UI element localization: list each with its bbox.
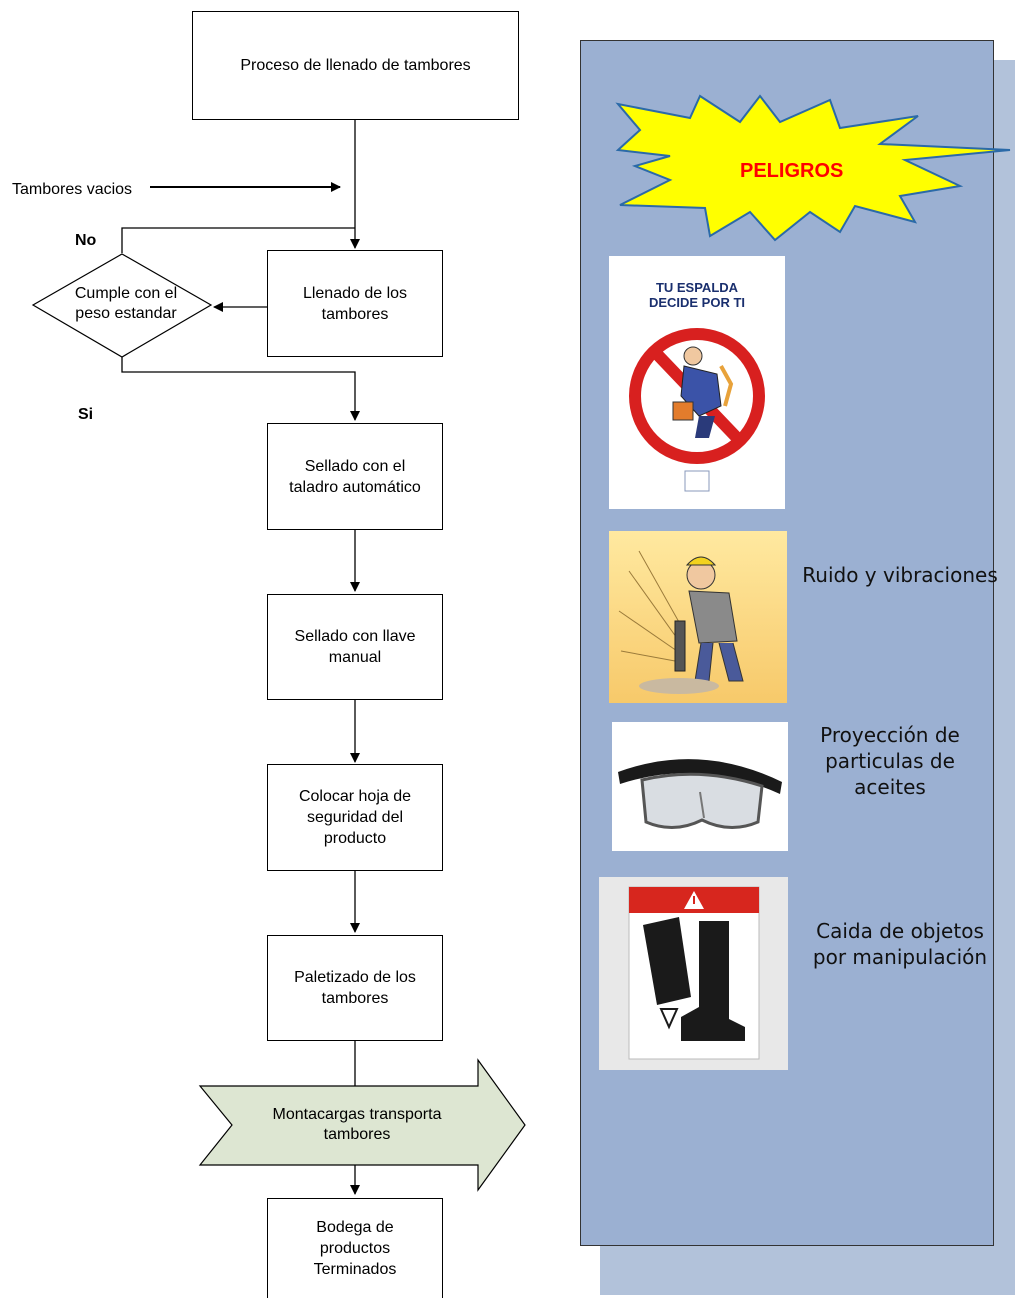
input-label: Tambores vacios (12, 181, 133, 198)
warehouse-box: Bodega de productos Terminados (267, 1198, 443, 1298)
safety-sheet-box: Colocar hoja de seguridad del producto (267, 764, 443, 871)
palletize-label: Paletizado de los tambores (294, 969, 416, 1007)
peligros-burst-icon (615, 94, 1011, 242)
fill-step-label: Llenado de los tambores (302, 284, 408, 323)
poster-text: TU ESPALDA DECIDE POR TI (648, 280, 746, 310)
start-label: Proceso de llenado de tambores (240, 57, 471, 74)
jackhammer-worker-image (609, 531, 787, 703)
jackhammer-icon (618, 550, 744, 694)
safety-goggles-image (612, 722, 788, 851)
no-label: No (75, 232, 97, 249)
seal-key-label: Sellado con llave manual (294, 628, 416, 666)
safety-sheet-label: Colocar hoja de seguridad del producto (298, 788, 412, 847)
connector-no-loop (121, 227, 355, 253)
seal-key-box: Sellado con llave manual (267, 594, 443, 700)
hazard-label-falling: Caida de objetos por manipulación (812, 919, 988, 969)
hazards-title: PELIGROS (740, 160, 844, 182)
palletize-box: Paletizado de los tambores (267, 935, 443, 1041)
foot-crush-warning-icon (628, 886, 760, 1060)
decision-diamond (31, 253, 213, 358)
seal-drill-box: Sellado con el taladro automático (267, 423, 443, 530)
warehouse-label: Bodega de productos Terminados (313, 1219, 397, 1278)
connector-yes (121, 357, 360, 421)
hazard-label-noise: Ruido y vibraciones (802, 563, 998, 587)
goggles-icon (618, 759, 782, 829)
yes-label: Si (78, 406, 94, 423)
forklift-label: Montacargas transporta tambores (272, 1106, 442, 1143)
hazard-label-particles: Proyección de particulas de aceites (820, 723, 960, 799)
seal-drill-label: Sellado con el taladro automático (289, 457, 421, 496)
prohibition-sign-icon (629, 328, 765, 492)
fill-step-box: Llenado de los tambores (267, 250, 443, 357)
falling-objects-sign (599, 877, 788, 1070)
forklift-arrow-shape (198, 1058, 526, 1192)
decision-label: Cumple con el peso estandar (74, 285, 178, 322)
back-injury-poster: TU ESPALDA DECIDE POR TI (609, 256, 785, 509)
start-box: Proceso de llenado de tambores (192, 11, 519, 120)
